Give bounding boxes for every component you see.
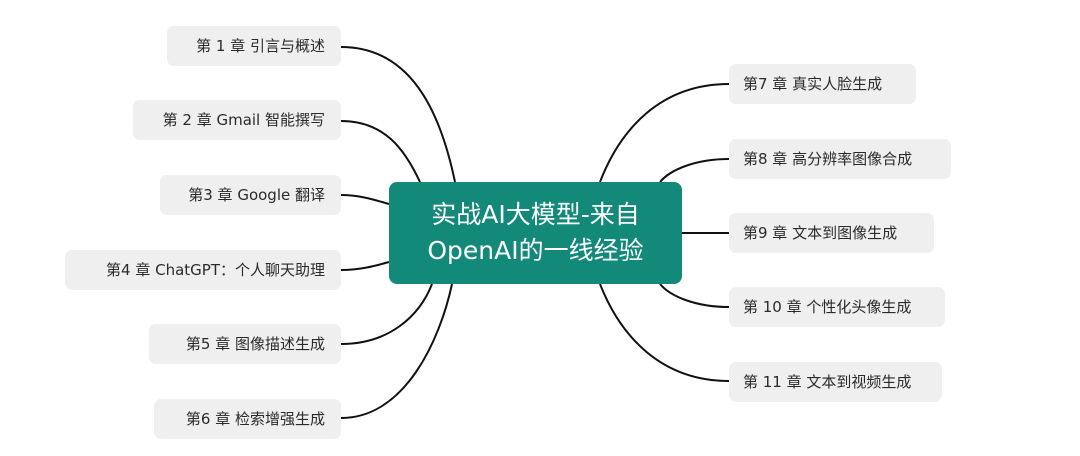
chapter-4-node[interactable]: 第4 章 ChatGPT：个人聊天助理 <box>65 250 341 290</box>
chapter-11-node[interactable]: 第 11 章 文本到视频生成 <box>729 362 942 402</box>
chapter-2-node[interactable]: 第 2 章 Gmail 智能撰写 <box>133 100 341 140</box>
connector-2 <box>340 120 421 183</box>
connector-10 <box>659 283 730 308</box>
connector-11 <box>599 283 730 382</box>
chapter-10-node[interactable]: 第 10 章 个性化头像生成 <box>729 287 945 327</box>
chapter-6-node[interactable]: 第6 章 检索增强生成 <box>154 399 341 439</box>
connector-8 <box>659 158 730 183</box>
root-topic[interactable]: 实战AI大模型-来自 OpenAI的一线经验 <box>389 182 682 284</box>
root-title-line-2: OpenAI的一线经验 <box>427 236 644 265</box>
connector-1 <box>340 46 456 183</box>
chapter-3-node[interactable]: 第3 章 Google 翻译 <box>160 175 341 215</box>
connector-7 <box>599 83 730 183</box>
chapter-8-node[interactable]: 第8 章 高分辨率图像合成 <box>729 139 951 179</box>
chapter-1-node[interactable]: 第 1 章 引言与概述 <box>167 26 341 66</box>
chapter-7-node[interactable]: 第7 章 真实人脸生成 <box>729 64 916 104</box>
root-title-line-1: 实战AI大模型-来自 <box>431 200 640 229</box>
chapter-5-node[interactable]: 第5 章 图像描述生成 <box>149 324 341 364</box>
chapter-9-node[interactable]: 第9 章 文本到图像生成 <box>729 213 934 253</box>
connector-5 <box>340 283 433 345</box>
connector-4 <box>340 261 390 271</box>
connector-3 <box>340 194 390 205</box>
connector-6 <box>340 283 453 419</box>
